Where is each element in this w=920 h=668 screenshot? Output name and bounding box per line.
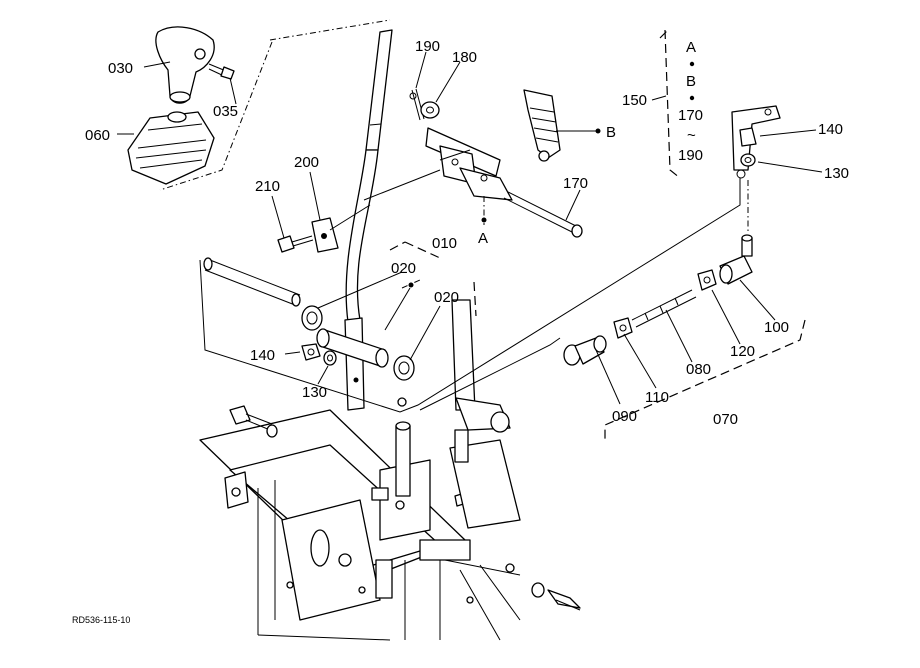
ref-a-dot bbox=[481, 217, 487, 223]
legend-dot-1 bbox=[689, 61, 695, 67]
base-frame bbox=[199, 409, 521, 641]
leader-lines bbox=[117, 51, 823, 405]
drawing-code: RD536-115-10 bbox=[72, 615, 130, 625]
label-200: 200 bbox=[294, 154, 319, 171]
legend-from: 170 bbox=[678, 107, 703, 124]
label-010: 010 bbox=[432, 235, 457, 252]
shift-arm bbox=[731, 105, 781, 179]
legend-a: A bbox=[686, 39, 696, 56]
rod-link-line bbox=[419, 337, 561, 411]
group-010-outline-left bbox=[389, 241, 406, 251]
label-120: 120 bbox=[730, 343, 755, 360]
group-150-bracket-top bbox=[659, 29, 669, 39]
label-ref-b: B bbox=[606, 124, 616, 141]
label-030: 030 bbox=[108, 60, 133, 77]
frame-bolt-right bbox=[531, 582, 581, 611]
washer-180 bbox=[420, 101, 440, 119]
label-035: 035 bbox=[213, 103, 238, 120]
label-140-left: 140 bbox=[250, 347, 275, 364]
label-110: 110 bbox=[645, 389, 669, 406]
reference-legend: A B 170 ~ 190 bbox=[678, 39, 703, 164]
spring-pin bbox=[409, 88, 425, 121]
label-190: 190 bbox=[415, 38, 440, 55]
legend-b: B bbox=[686, 73, 696, 90]
lever-pointer bbox=[384, 287, 411, 331]
shift-boot bbox=[127, 111, 215, 185]
washer-130-right bbox=[740, 153, 756, 167]
frame-bolt-left bbox=[229, 405, 278, 438]
bushing-right bbox=[393, 355, 415, 381]
clamp-link-line bbox=[363, 169, 441, 201]
ref-b-dot bbox=[595, 128, 601, 134]
group-010-outline-right bbox=[473, 281, 477, 317]
pivot-pin bbox=[503, 191, 583, 238]
nut-left bbox=[301, 343, 321, 361]
nut-140-right bbox=[739, 127, 757, 147]
label-ref-a: A bbox=[478, 230, 488, 247]
legend-dot-2 bbox=[689, 95, 695, 101]
rod-end-right bbox=[719, 234, 753, 285]
label-100: 100 bbox=[764, 319, 789, 336]
label-070: 070 bbox=[713, 411, 738, 428]
clamp-bolt bbox=[277, 235, 314, 253]
label-150: 150 bbox=[622, 92, 647, 109]
bushing-left bbox=[301, 305, 323, 331]
knob-screw bbox=[208, 63, 235, 80]
nut-110 bbox=[613, 317, 633, 339]
shift-knob bbox=[155, 26, 215, 104]
group-070-outline bbox=[604, 319, 806, 440]
label-020-left: 020 bbox=[391, 260, 416, 277]
label-130-left: 130 bbox=[302, 384, 327, 401]
group-010-outline bbox=[404, 241, 441, 259]
label-090: 090 bbox=[612, 408, 637, 425]
label-140-right: 140 bbox=[818, 121, 843, 138]
gate-bracket bbox=[425, 127, 513, 201]
washer-left bbox=[323, 350, 337, 366]
label-170: 170 bbox=[563, 175, 588, 192]
rod-end-left bbox=[563, 335, 607, 366]
legend-to: 190 bbox=[678, 147, 703, 164]
label-210: 210 bbox=[255, 178, 280, 195]
nut-120 bbox=[697, 269, 717, 291]
lower-bracket bbox=[397, 299, 511, 463]
vertical-shaft bbox=[371, 421, 411, 501]
lever-clamp bbox=[311, 204, 371, 253]
assembly-outline bbox=[199, 178, 741, 413]
label-020-right: 020 bbox=[434, 289, 459, 306]
legend-tilde: ~ bbox=[687, 127, 696, 144]
pivot-tube bbox=[203, 257, 389, 368]
group-150-bracket bbox=[664, 29, 681, 179]
threaded-rod bbox=[631, 289, 697, 328]
label-060: 060 bbox=[85, 127, 110, 144]
plate-b bbox=[523, 89, 561, 162]
pivot-dot bbox=[408, 282, 414, 288]
label-130-right: 130 bbox=[824, 165, 849, 182]
label-080: 080 bbox=[686, 361, 711, 378]
label-180: 180 bbox=[452, 49, 477, 66]
